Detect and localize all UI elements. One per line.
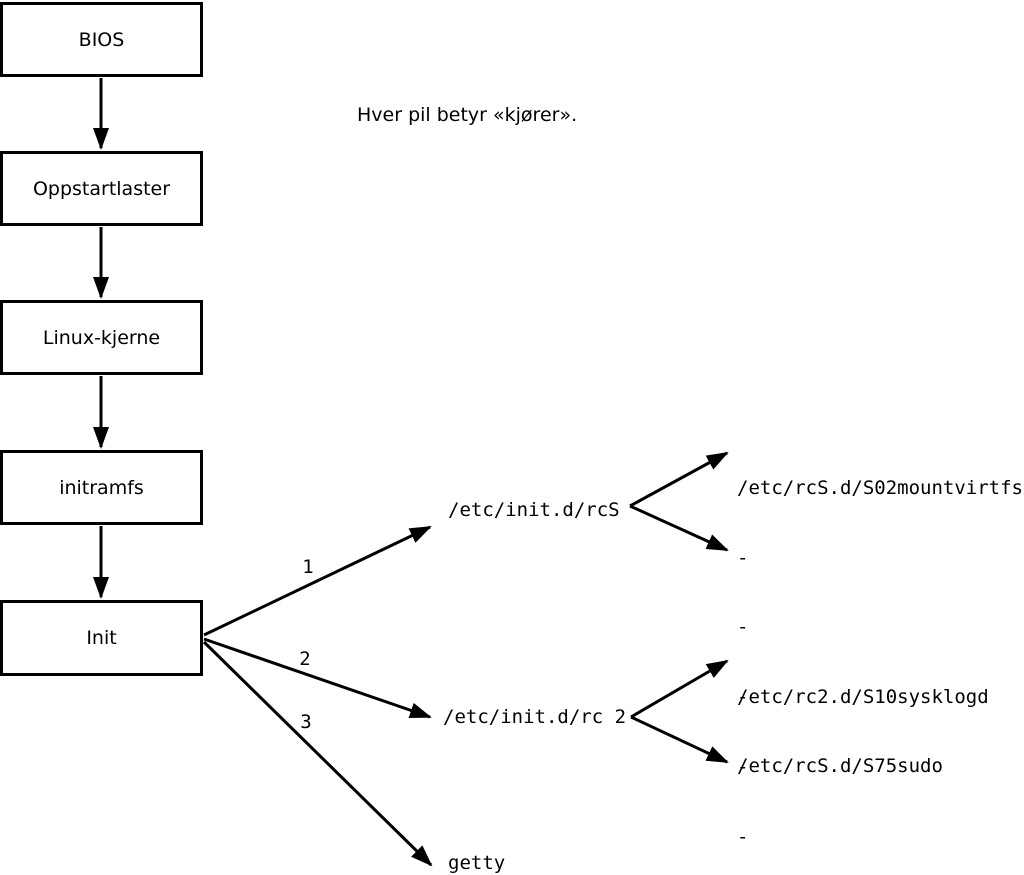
box-bios: BIOS [0, 2, 203, 77]
box-oppstartlaster: Oppstartlaster [0, 151, 203, 226]
box-init: Init [0, 600, 203, 676]
arrow-init-to-rc2 [203, 637, 432, 719]
branch-number-3: 3 [300, 711, 312, 733]
arrow-init-to-getty [202, 640, 433, 867]
branch-number-2: 2 [299, 648, 311, 670]
cluster-rc2-scripts: /etc/rc2.d/S10sysklogd - - - /etc/rc2.d/… [737, 640, 989, 875]
ellipsis-dash: - [737, 546, 749, 569]
box-linux-kjerne-label: Linux-kjerne [42, 326, 161, 349]
box-bios-label: BIOS [78, 28, 125, 51]
arrow-init-to-rcs [203, 525, 432, 637]
ellipsis-dash: - [737, 756, 749, 778]
arrow-rcs-to-s02mountvirtfs [629, 451, 729, 508]
box-initramfs: initramfs [0, 450, 203, 525]
arrow-rc2-to-s99gdm [630, 715, 729, 764]
label-rcs-script-last: /etc/rcS.d/S75sudo [737, 755, 943, 777]
ellipsis-dash: - [737, 826, 749, 848]
label-etc-init-d-rcs: /etc/init.d/rcS [448, 499, 620, 521]
caption-arrow-meaning: Hver pil betyr «kjører». [357, 104, 578, 126]
label-rcs-script-first: /etc/rcS.d/S02mountvirtfs [737, 477, 1023, 499]
label-rc2-script-first: /etc/rc2.d/S10sysklogd [737, 686, 989, 708]
arrow-rcs-to-s75sudo [629, 504, 729, 552]
box-linux-kjerne: Linux-kjerne [0, 300, 203, 375]
box-initramfs-label: initramfs [59, 476, 144, 499]
arrow-rc2-to-s10sysklogd [630, 659, 729, 719]
branch-number-1: 1 [302, 556, 314, 578]
box-oppstartlaster-label: Oppstartlaster [32, 177, 171, 200]
ellipsis-dash: - [737, 616, 749, 638]
ellipsis-dash: - [737, 685, 749, 708]
box-init-label: Init [86, 627, 117, 649]
label-etc-init-d-rc2: /etc/init.d/rc 2 [443, 706, 627, 728]
label-getty: getty [448, 852, 506, 874]
cluster-rcs-scripts: /etc/rcS.d/S02mountvirtfs - - - /etc/rcS… [737, 432, 1023, 824]
